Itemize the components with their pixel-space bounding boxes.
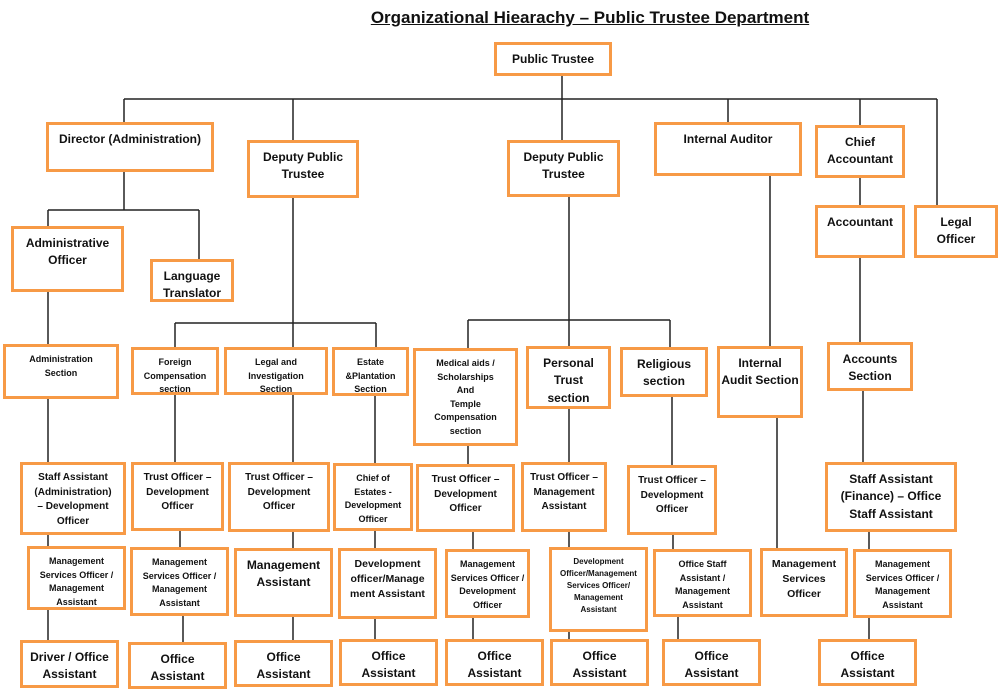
box-chief-of-estates: Chief of Estates - Development Officer bbox=[333, 463, 413, 531]
box-oa-legal: Office Assistant bbox=[234, 640, 333, 687]
box-director-admin: Director (Administration) bbox=[46, 122, 214, 172]
box-oa-estate: Office Assistant bbox=[339, 639, 438, 686]
box-deputy-pt-2: Deputy Public Trustee bbox=[507, 140, 620, 197]
box-staff-assistant-finance: Staff Assistant (Finance) – Office Staff… bbox=[825, 462, 957, 532]
box-driver-office-assistant: Driver / Office Assistant bbox=[20, 640, 119, 688]
box-mso-ma-accounts: Management Services Officer / Management… bbox=[853, 549, 952, 618]
box-ma-legal: Management Assistant bbox=[234, 548, 333, 617]
box-estate-plantation-section: Estate &Plantation Section bbox=[332, 347, 409, 396]
box-staff-assistant-admin: Staff Assistant (Administration) – Devel… bbox=[20, 462, 126, 535]
box-legal-officer: Legal Officer bbox=[914, 205, 998, 258]
box-legal-investigation-section: Legal and Investigation Section bbox=[224, 347, 328, 395]
box-internal-audit-section: Internal Audit Section bbox=[717, 346, 803, 418]
chart-title: Organizational Hiearachy – Public Truste… bbox=[370, 8, 810, 27]
box-public-trustee: Public Trustee bbox=[494, 42, 612, 76]
box-mso-do-medical: Management Services Officer / Developmen… bbox=[445, 549, 530, 618]
box-oa-religious: Office Assistant bbox=[662, 639, 761, 686]
box-trust-officer-ma-personal: Trust Officer – Management Assistant bbox=[521, 462, 607, 532]
box-trust-officer-dev-legal: Trust Officer – Development Officer bbox=[228, 462, 330, 532]
box-administration-section: Administration Section bbox=[3, 344, 119, 399]
box-medical-aids-section: Medical aids / Scholarships And Temple C… bbox=[413, 348, 518, 446]
box-oa-accounts: Office Assistant bbox=[818, 639, 917, 686]
box-chief-accountant: Chief Accountant bbox=[815, 125, 905, 178]
box-mso-ma-foreign: Management Services Officer / Management… bbox=[130, 547, 229, 616]
box-dev-officer-ma-estate: Development officer/Manage ment Assistan… bbox=[338, 548, 437, 619]
box-accountant: Accountant bbox=[815, 205, 905, 258]
box-mso-ma-admin: Management Services Officer / Management… bbox=[27, 546, 126, 610]
box-deputy-pt-1: Deputy Public Trustee bbox=[247, 140, 359, 198]
box-trust-officer-dev-medical: Trust Officer – Development Officer bbox=[416, 464, 515, 532]
box-do-mso-ma-personal: Development Officer/Management Services … bbox=[549, 547, 648, 632]
box-mso-audit: Management Services Officer bbox=[760, 548, 848, 617]
box-oa-foreign: Office Assistant bbox=[128, 642, 227, 689]
box-internal-auditor: Internal Auditor bbox=[654, 122, 802, 176]
box-administrative-officer: Administrative Officer bbox=[11, 226, 124, 292]
box-oa-medical: Office Assistant bbox=[445, 639, 544, 686]
box-foreign-compensation-section: Foreign Compensation section bbox=[131, 347, 219, 395]
box-trust-officer-dev-foreign: Trust Officer – Development Officer bbox=[131, 462, 224, 531]
box-personal-trust-section: Personal Trust section bbox=[526, 346, 611, 409]
box-language-translator: Language Translator bbox=[150, 259, 234, 302]
box-trust-officer-dev-religious: Trust Officer – Development Officer bbox=[627, 465, 717, 535]
box-oa-personal: Office Assistant bbox=[550, 639, 649, 686]
box-accounts-section: Accounts Section bbox=[827, 342, 913, 391]
box-religious-section: Religious section bbox=[620, 347, 708, 397]
box-osa-ma-religious: Office Staff Assistant / Management Assi… bbox=[653, 549, 752, 617]
